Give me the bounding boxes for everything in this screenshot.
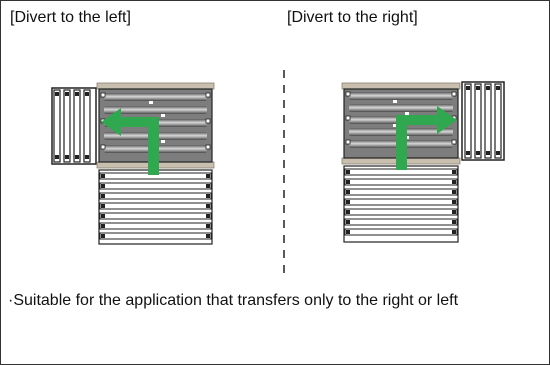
right-side-conveyor: [461, 81, 505, 161]
right-divert-diagram: [341, 81, 505, 243]
right-divert-arrow: [396, 106, 457, 170]
left-panel-title: [Divert to the left]: [10, 9, 131, 26]
right-infeed-conveyor: [343, 165, 459, 243]
application-note: ·Suitable for the application that trans…: [8, 292, 459, 309]
left-divert-diagram: [51, 82, 215, 245]
right-panel-title: [Divert to the right]: [287, 9, 418, 26]
left-side-conveyor: [51, 87, 97, 165]
left-divert-arrow: [101, 108, 159, 175]
left-infeed-conveyor: [98, 169, 213, 245]
